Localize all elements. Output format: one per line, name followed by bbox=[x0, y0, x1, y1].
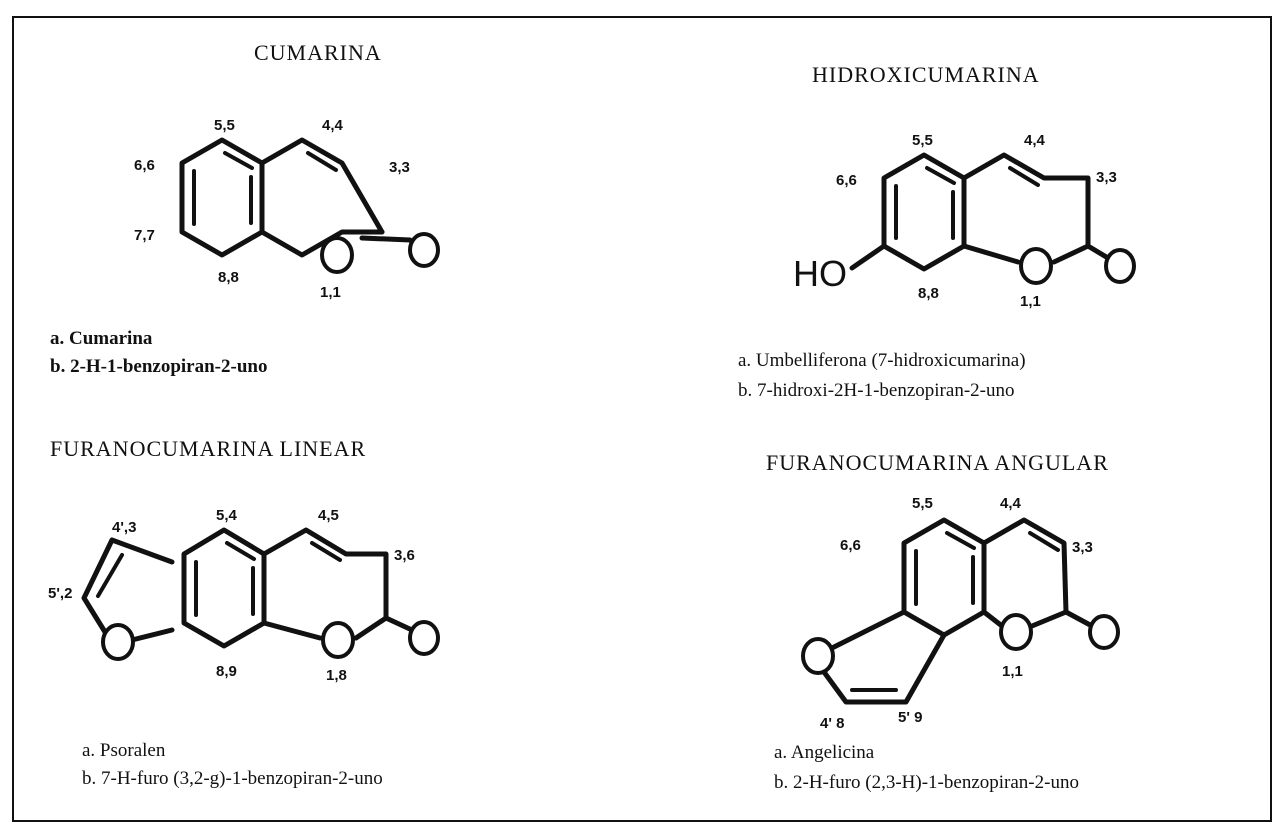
hidroxicumarina-heading: HIDROXICUMARINA bbox=[812, 62, 1040, 87]
label-c4: 4,4 bbox=[1024, 132, 1046, 149]
hidroxicumarina-line-a: a. Umbelliferona (7-hidroxicumarina) bbox=[738, 350, 1026, 371]
label-c4p: 4',3 bbox=[112, 519, 136, 536]
figure-frame bbox=[12, 16, 1272, 822]
label-o1: 1,1 bbox=[1020, 293, 1041, 310]
ring-oxygen bbox=[1019, 247, 1053, 285]
hydroxyl-label: HO bbox=[793, 253, 847, 294]
aromatic-bond bbox=[925, 166, 956, 185]
label-c5: 5,5 bbox=[912, 132, 933, 149]
ring-bond bbox=[1051, 243, 1091, 265]
carbonyl-oxygen bbox=[408, 620, 440, 656]
hydroxyl-bond bbox=[849, 243, 887, 271]
cumarina-line-b: b. 2-H-1-benzopiran-2-uno bbox=[50, 356, 268, 377]
label-c3: 3,6 bbox=[394, 547, 415, 564]
ring-bond bbox=[1029, 609, 1069, 629]
ring-bond bbox=[353, 615, 389, 641]
ring-bond bbox=[981, 609, 1005, 629]
label-c5: 5,4 bbox=[216, 507, 238, 524]
label-c3: 3,3 bbox=[389, 159, 410, 176]
label-c4p: 4' 8 bbox=[820, 715, 844, 732]
label-c4: 4,4 bbox=[1000, 495, 1022, 512]
double-bond bbox=[306, 151, 338, 172]
ring-bond bbox=[261, 620, 323, 641]
furan-ring bbox=[821, 632, 947, 705]
label-c5p: 5' 9 bbox=[898, 709, 922, 726]
double-bond bbox=[1008, 166, 1040, 187]
carbonyl-bond bbox=[383, 615, 415, 633]
label-c5: 5,5 bbox=[912, 495, 933, 512]
label-c3: 3,3 bbox=[1072, 539, 1093, 556]
hidroxicumarina-line-b: b. 7-hidroxi-2H-1-benzopiran-2-uno bbox=[738, 380, 1015, 401]
label-c7: 7,7 bbox=[134, 227, 155, 244]
pyranone-ring bbox=[961, 152, 1091, 249]
label-c4: 4,5 bbox=[318, 507, 339, 524]
label-o1: 1,8 bbox=[326, 667, 347, 684]
furano-angular-heading: FURANOCUMARINA ANGULAR bbox=[766, 450, 1109, 475]
furan-oxygen bbox=[801, 637, 835, 675]
label-c6: 6,6 bbox=[836, 172, 857, 189]
aromatic-bond bbox=[945, 531, 976, 550]
label-c8: 8,9 bbox=[216, 663, 237, 680]
double-bond bbox=[310, 541, 342, 562]
furano-linear-heading: FURANOCUMARINA LINEAR bbox=[50, 436, 367, 461]
ring-bond bbox=[961, 243, 1021, 265]
double-bond bbox=[1028, 531, 1060, 552]
furano-linear-line-b: b. 7-H-furo (3,2-g)-1-benzopiran-2-uno bbox=[82, 768, 383, 789]
label-o1: 1,1 bbox=[320, 284, 341, 301]
label-c5: 5,5 bbox=[214, 117, 235, 134]
label-c3: 3,3 bbox=[1096, 169, 1117, 186]
furano-angular-line-a: a. Angelicina bbox=[774, 742, 875, 763]
furan-ring bbox=[81, 537, 175, 635]
pyranone-ring bbox=[259, 229, 385, 258]
pyranone-ring bbox=[981, 517, 1069, 615]
ring-oxygen bbox=[320, 236, 354, 274]
furano-linear-line-a: a. Psoralen bbox=[82, 740, 166, 761]
label-c8: 8,8 bbox=[918, 285, 939, 302]
pyranone-ring bbox=[261, 527, 389, 621]
ring-oxygen bbox=[999, 613, 1033, 651]
carbonyl-oxygen bbox=[1104, 248, 1136, 284]
aromatic-bond bbox=[225, 541, 256, 561]
label-c6: 6,6 bbox=[134, 157, 155, 174]
carbonyl-oxygen bbox=[1088, 614, 1120, 650]
label-o1: 1,1 bbox=[1002, 663, 1023, 680]
carbonyl-bond bbox=[359, 235, 413, 243]
double-bond bbox=[96, 553, 124, 598]
label-c4: 4,4 bbox=[322, 117, 344, 134]
ring-bond bbox=[129, 627, 175, 643]
label-c5p: 5',2 bbox=[48, 585, 72, 602]
aromatic-bond bbox=[223, 151, 254, 170]
pyranone-ring bbox=[259, 137, 385, 235]
label-c6: 6,6 bbox=[840, 537, 861, 554]
furan-oxygen bbox=[101, 623, 135, 661]
carbonyl-bond bbox=[1085, 243, 1111, 261]
ring-bond bbox=[829, 609, 907, 651]
furano-angular-line-b: b. 2-H-furo (2,3-H)-1-benzopiran-2-uno bbox=[774, 772, 1079, 793]
carbonyl-bond bbox=[1063, 609, 1095, 629]
cumarina-line-a: a. Cumarina bbox=[50, 328, 153, 349]
cumarina-heading: CUMARINA bbox=[254, 40, 382, 65]
carbonyl-oxygen bbox=[408, 232, 440, 268]
label-c8: 8,8 bbox=[218, 269, 239, 286]
ring-oxygen bbox=[321, 621, 355, 659]
